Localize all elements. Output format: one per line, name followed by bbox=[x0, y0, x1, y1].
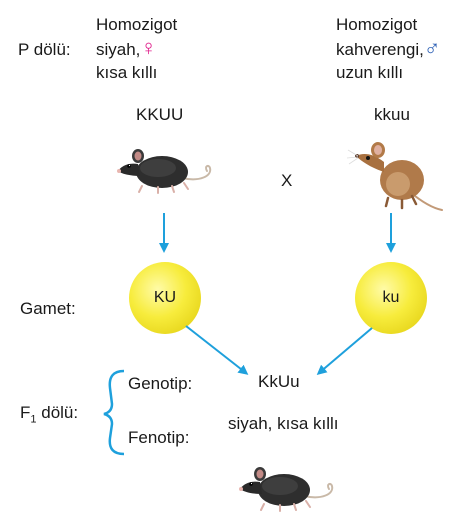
black-mouse-icon bbox=[117, 149, 212, 194]
female-color-text: siyah, bbox=[96, 40, 141, 59]
genotype-value: KkUu bbox=[258, 372, 300, 391]
male-color-text: kahverengi, bbox=[336, 40, 424, 59]
male-desc-line2: kahverengi,♂ bbox=[336, 37, 440, 61]
f1-label-sub: 1 bbox=[30, 413, 37, 426]
genotype-label: Genotip: bbox=[128, 374, 193, 393]
gamete-label: Gamet: bbox=[20, 299, 76, 318]
male-desc-line3: uzun kıllı bbox=[336, 63, 404, 82]
brown-mouse-icon bbox=[346, 142, 443, 211]
gamete-right-label: ku bbox=[382, 289, 400, 306]
male-symbol-icon: ♂ bbox=[423, 35, 441, 60]
female-symbol-icon: ♀ bbox=[140, 35, 157, 60]
f1-brace bbox=[103, 369, 125, 456]
female-desc-line3: kısa kıllı bbox=[96, 63, 158, 82]
gamete-right: ku bbox=[355, 262, 427, 334]
female-genotype: KKUU bbox=[136, 105, 184, 124]
p-generation-label: P dölü: bbox=[18, 40, 71, 59]
offspring-black-mouse-icon bbox=[239, 467, 334, 512]
f1-generation-label: F1 dölü: bbox=[20, 402, 78, 430]
f1-label-main: F bbox=[20, 403, 31, 422]
arrow-gamete-left-to-f1 bbox=[185, 325, 249, 375]
male-genotype: kkuu bbox=[374, 105, 410, 124]
gamete-left: KU bbox=[129, 262, 201, 334]
female-desc-line2: siyah,♀ bbox=[96, 37, 157, 61]
phenotype-label: Fenotip: bbox=[128, 428, 190, 447]
arrow-gamete-right-to-f1 bbox=[316, 327, 373, 375]
phenotype-value: siyah, kısa kıllı bbox=[228, 414, 339, 433]
male-desc-line1: Homozigot bbox=[336, 15, 418, 34]
cross-sign: X bbox=[281, 171, 293, 190]
gamete-left-label: KU bbox=[153, 289, 177, 306]
f1-label-rest: dölü: bbox=[36, 403, 79, 422]
female-desc-line1: Homozigot bbox=[96, 15, 178, 34]
